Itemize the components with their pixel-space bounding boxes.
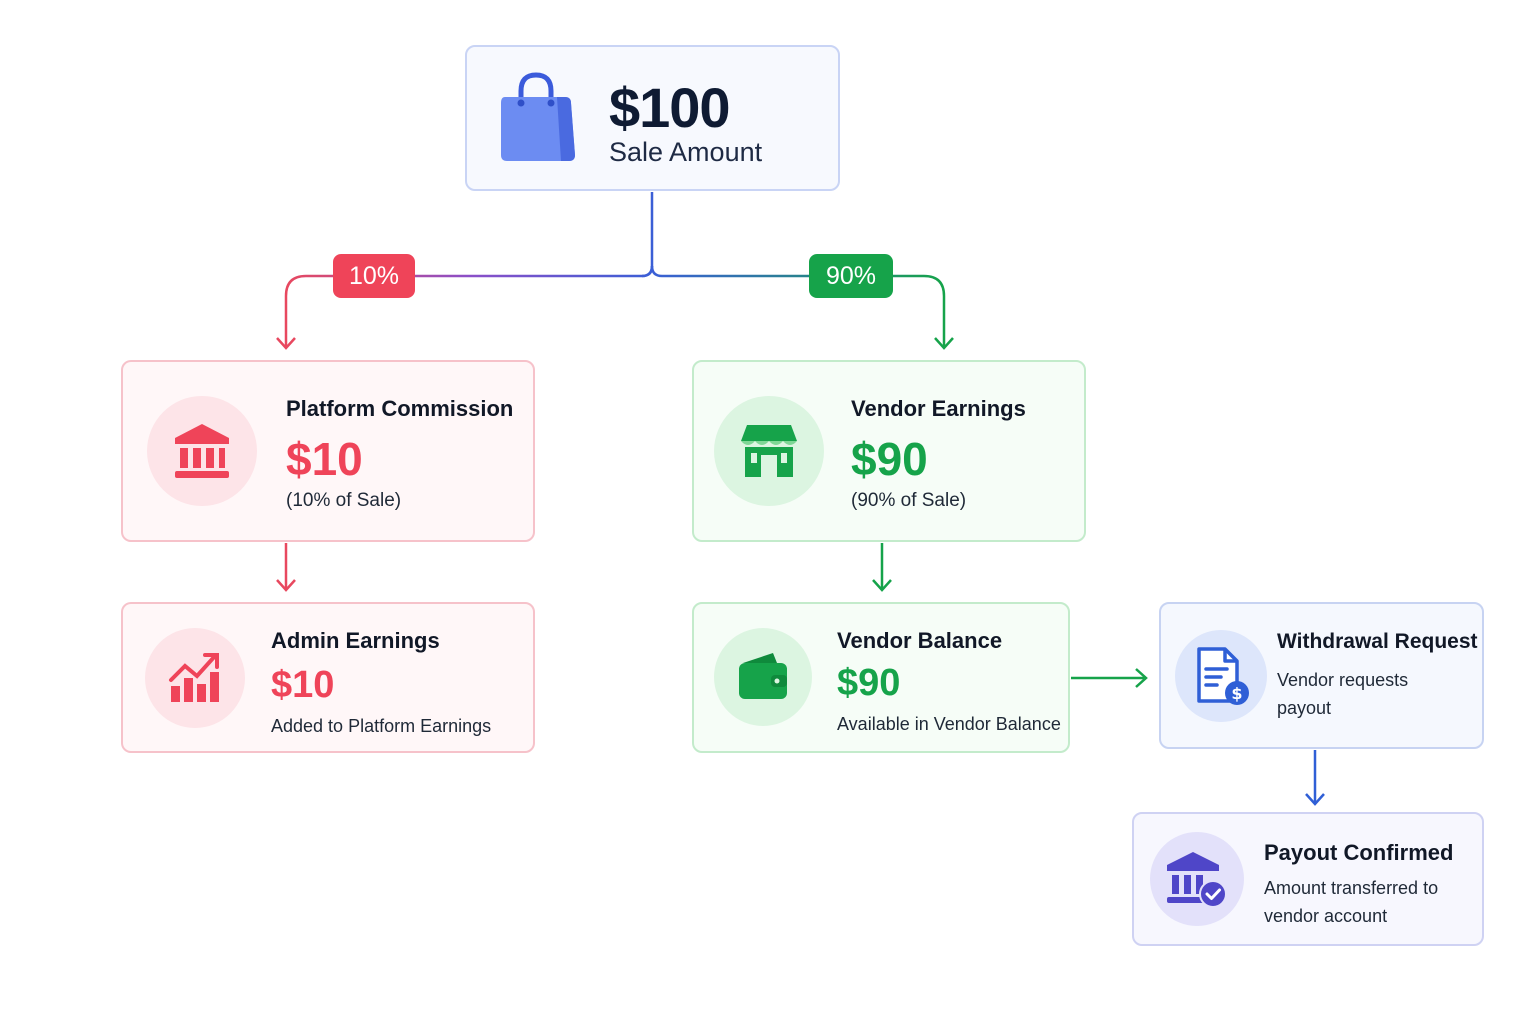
storefront-icon xyxy=(741,425,797,477)
vendor-balance-amount: $90 xyxy=(837,662,901,704)
commission-to-admin-arrow xyxy=(276,579,296,592)
payout-title: Payout Confirmed xyxy=(1264,840,1454,865)
platform-commission-card: Platform Commission $10 (10% of Sale) xyxy=(121,360,535,542)
document-dollar-icon: $ xyxy=(1197,647,1249,705)
left-branch-arrow xyxy=(276,337,296,350)
payout-desc: Amount transferred to vendor account xyxy=(1264,878,1439,926)
sale-amount-value: $100 xyxy=(609,76,731,139)
vendor-earnings-note: (90% of Sale) xyxy=(851,490,967,511)
right-branch-arrow xyxy=(934,337,954,350)
vendor-balance-icon-circle xyxy=(714,628,812,726)
sale-stem-line xyxy=(641,192,654,278)
commission-title: Platform Commission xyxy=(286,396,514,421)
commission-note: (10% of Sale) xyxy=(286,490,402,511)
commission-percent-badge: 10% xyxy=(333,254,415,298)
payout-confirmed-card: Payout Confirmed Amount transferred to v… xyxy=(1132,812,1484,946)
admin-earnings-card: Admin Earnings $10 Added to Platform Ear… xyxy=(121,602,535,753)
vendor-earnings-card: Vendor Earnings $90 (90% of Sale) xyxy=(692,360,1086,542)
admin-amount: $10 xyxy=(271,664,335,706)
vendor-balance-card: Vendor Balance $90 Available in Vendor B… xyxy=(692,602,1070,753)
vendor-balance-note: Available in Vendor Balance xyxy=(837,714,1061,734)
vendor-percent-badge: 90% xyxy=(809,254,893,298)
balance-to-withdrawal-arrow xyxy=(1135,668,1148,688)
growth-chart-icon xyxy=(169,653,219,702)
withdrawal-title: Withdrawal Request xyxy=(1277,630,1478,653)
withdrawal-request-card: $ Withdrawal Request Vendor requests pay… xyxy=(1159,602,1484,749)
shopping-bag-icon xyxy=(495,71,577,170)
bank-icon xyxy=(175,424,229,478)
vendor-earnings-title: Vendor Earnings xyxy=(851,396,1026,421)
admin-title: Admin Earnings xyxy=(271,628,440,653)
withdrawal-desc: Vendor requests payout xyxy=(1277,670,1409,718)
earnings-to-balance-arrow xyxy=(872,579,892,592)
bank-check-icon xyxy=(1167,852,1227,908)
left-branch-line xyxy=(284,265,654,346)
wallet-icon xyxy=(739,653,787,699)
sale-amount-label: Sale Amount xyxy=(609,137,763,167)
vendor-earnings-icon-circle xyxy=(714,396,824,506)
payout-icon-circle xyxy=(1150,832,1244,926)
withdrawal-to-payout-arrow xyxy=(1305,793,1325,806)
admin-icon-circle xyxy=(145,628,245,728)
commission-amount: $10 xyxy=(286,433,363,485)
svg-text:$: $ xyxy=(1231,684,1242,703)
sale-amount-card: $100 Sale Amount xyxy=(465,45,840,191)
vendor-earnings-amount: $90 xyxy=(851,433,928,485)
commission-icon-circle xyxy=(147,396,257,506)
vendor-balance-title: Vendor Balance xyxy=(837,628,1003,653)
withdrawal-icon-circle: $ xyxy=(1175,630,1267,722)
admin-note: Added to Platform Earnings xyxy=(271,716,492,736)
right-branch-line xyxy=(650,265,946,346)
